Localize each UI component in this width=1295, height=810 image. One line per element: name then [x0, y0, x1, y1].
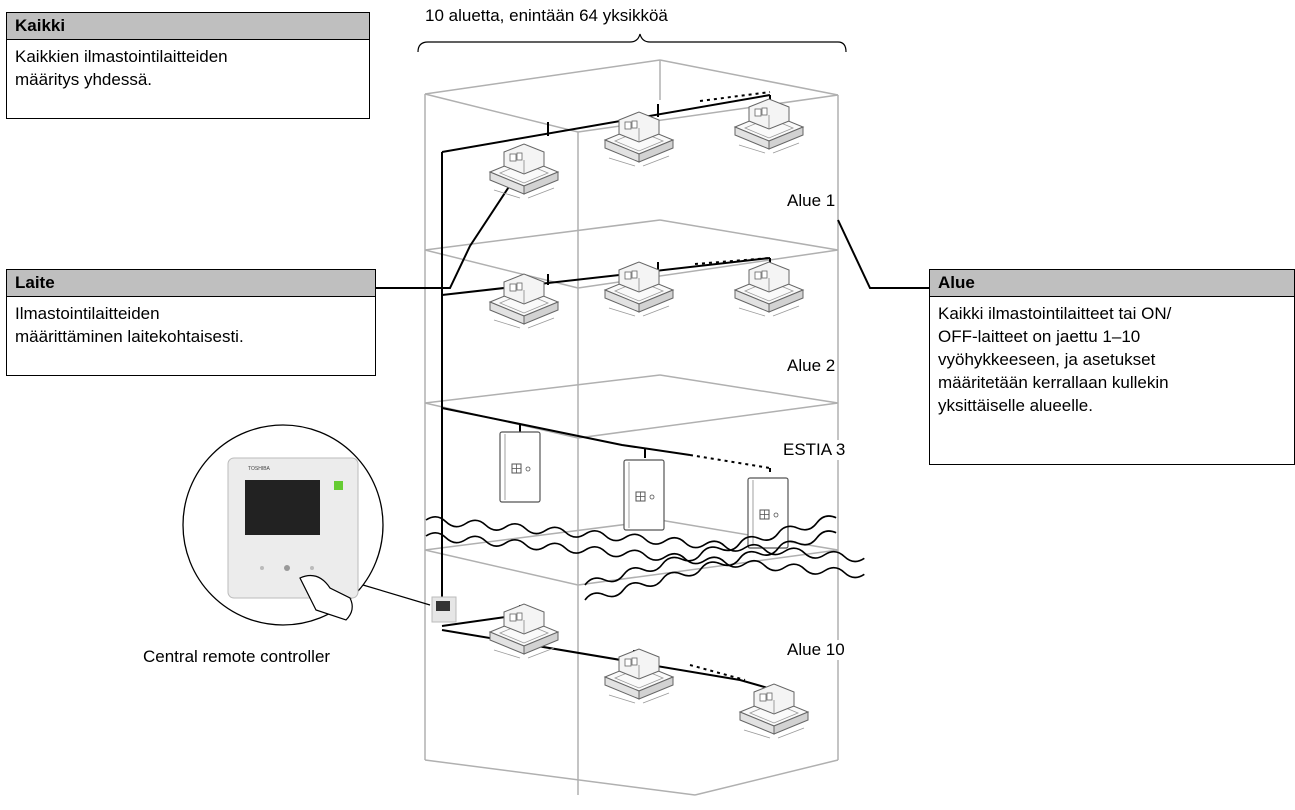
alue-line-4: määritetään kerrallaan kullekin	[938, 373, 1169, 392]
zone-label-2: Alue 2	[787, 356, 836, 376]
remote-controller-label: Central remote controller	[143, 647, 331, 666]
remote-brand-text: TOSHIBA	[248, 466, 271, 472]
kaikki-line-1: Kaikkien ilmastointilaitteiden	[15, 47, 228, 66]
break-lines	[425, 515, 865, 601]
zone-label-10: Alue 10	[787, 640, 845, 660]
alue-line-5: yksittäiselle alueelle.	[938, 396, 1093, 415]
alue-line-1: Kaikki ilmastointilaitteet tai ON/	[938, 304, 1172, 323]
laite-title: Laite	[7, 270, 375, 297]
laite-line-1: Ilmastointilaitteiden	[15, 304, 160, 323]
remote-controller-illustration: TOSHIBA	[182, 424, 457, 626]
wiring	[376, 94, 930, 700]
laite-box: Laite Ilmastointilaitteiden määrittämine…	[6, 269, 376, 376]
kaikki-title: Kaikki	[7, 13, 369, 40]
brace	[417, 33, 847, 53]
header-label: 10 aluetta, enintään 64 yksikköä	[425, 6, 668, 25]
cassette-units	[489, 98, 809, 739]
alue-title: Alue	[930, 270, 1294, 297]
laite-line-2: määrittäminen laitekohtaisesti.	[15, 327, 244, 346]
alue-line-2: OFF-laitteet on jaettu 1–10	[938, 327, 1141, 346]
kaikki-line-2: määritys yhdessä.	[15, 70, 152, 89]
kaikki-box: Kaikki Kaikkien ilmastointilaitteiden mä…	[6, 12, 370, 119]
alue-box: Alue Kaikki ilmastointilaitteet tai ON/ …	[929, 269, 1295, 465]
alue-line-3: vyöhykkeeseen, ja asetukset	[938, 350, 1156, 369]
zone-label-1: Alue 1	[787, 191, 836, 211]
zone-label-3: ESTIA 3	[783, 440, 846, 460]
